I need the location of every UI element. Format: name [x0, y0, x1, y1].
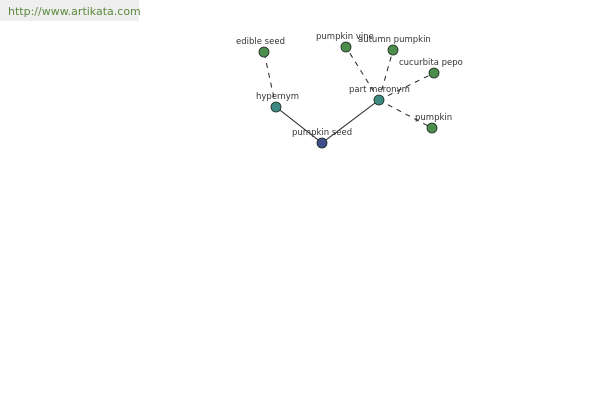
node-label-pumpkin-vine: pumpkin vine [316, 32, 374, 42]
node-edible-seed[interactable] [258, 46, 270, 58]
edges-layer [263, 46, 435, 144]
node-pumpkin-seed[interactable] [316, 137, 328, 149]
edge-pumpkin-seed-to-hypernym [275, 106, 323, 144]
labels-layer: pumpkin seed hypernym part meronym edible s… [236, 32, 463, 138]
node-label-part-meronym: part meronym [349, 85, 410, 95]
node-pumpkin[interactable] [426, 122, 438, 134]
edge-part-meronym-to-autumn-pumpkin [378, 49, 394, 101]
node-hypernym[interactable] [270, 101, 282, 113]
node-label-edible-seed: edible seed [236, 37, 285, 47]
edge-pumpkin-seed-to-part-meronym [321, 99, 380, 144]
watermark-bar: http://www.artikata.com [0, 0, 141, 21]
node-pumpkin-vine[interactable] [340, 41, 352, 53]
nodes-layer [258, 41, 440, 149]
node-label-pumpkin: pumpkin [415, 113, 452, 123]
node-label-pumpkin-seed: pumpkin seed [292, 128, 352, 138]
node-autumn-pumpkin[interactable] [387, 44, 399, 56]
node-label-cucurbita-pepo: cucurbita pepo [399, 58, 463, 68]
edge-part-meronym-to-pumpkin-vine [345, 46, 380, 101]
node-label-autumn-pumpkin: autumn pumpkin [358, 35, 431, 45]
watermark-url[interactable]: http://www.artikata.com [8, 5, 141, 18]
node-part-meronym[interactable] [373, 94, 385, 106]
node-cucurbita-pepo[interactable] [428, 67, 440, 79]
edge-part-meronym-to-cucurbita-pepo [378, 72, 435, 101]
node-label-hypernym: hypernym [256, 92, 299, 102]
